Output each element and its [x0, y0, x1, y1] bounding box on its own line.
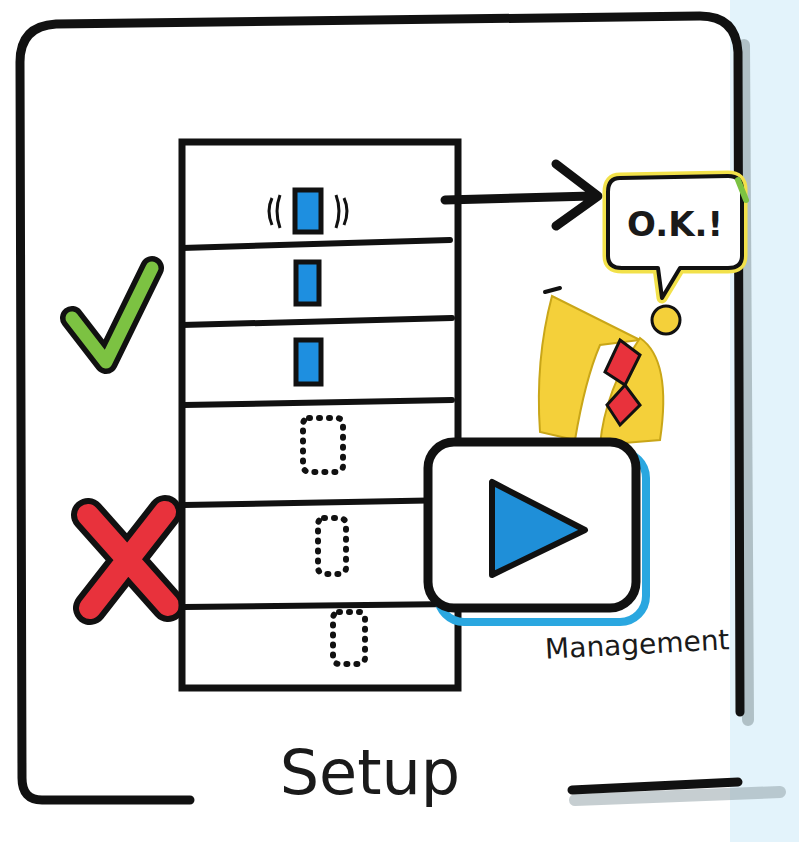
frame-shadow	[744, 45, 748, 720]
arm-line	[545, 288, 560, 292]
filled-item	[296, 262, 319, 304]
flow-arrow	[445, 164, 598, 226]
frame-border	[572, 782, 738, 790]
person-body	[600, 338, 663, 445]
person-body	[539, 296, 640, 440]
person-tie	[607, 385, 640, 425]
frame-shadow	[575, 792, 780, 800]
empty-slot	[303, 418, 343, 472]
check-mark	[72, 268, 152, 362]
bubble-accent	[738, 180, 746, 200]
empty-slot	[333, 612, 365, 664]
bubble-text: O.K.!	[608, 184, 742, 264]
empty-slot-group	[303, 418, 365, 664]
empty-slot	[318, 518, 346, 574]
setup-frame: Setup O.K.!	[20, 20, 740, 820]
role-label: Management	[544, 623, 730, 666]
frame-border	[20, 16, 740, 800]
list-box	[182, 142, 458, 688]
cross-mark	[88, 512, 168, 608]
bubble-outline	[608, 176, 742, 298]
person-head	[652, 306, 680, 334]
check-mark	[72, 268, 152, 362]
play-triangle	[492, 482, 585, 575]
vibration-mark	[269, 195, 347, 228]
filled-item	[295, 190, 321, 232]
bubble-outline	[608, 176, 742, 298]
cross-mark	[88, 512, 168, 608]
speech-bubble: O.K.!	[600, 170, 750, 310]
filled-item	[296, 340, 321, 384]
frame-title: Setup	[200, 725, 540, 820]
list-row-line	[182, 240, 456, 607]
person-tie	[605, 340, 640, 385]
play-button	[428, 442, 636, 608]
